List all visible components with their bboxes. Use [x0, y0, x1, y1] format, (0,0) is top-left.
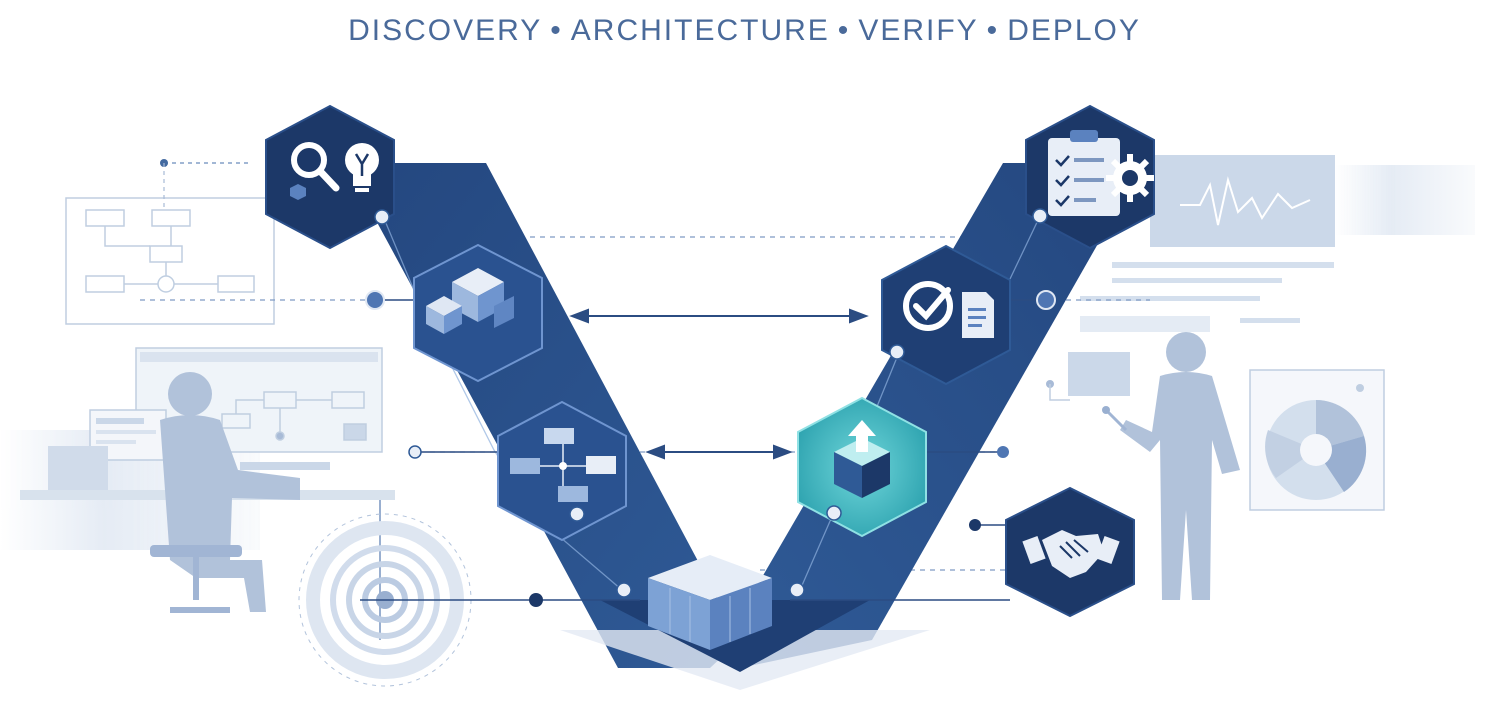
phase-verify: VERIFY — [858, 14, 979, 47]
flow-diagram-icon — [510, 428, 616, 518]
stage-implementation — [648, 555, 772, 650]
stage-design — [497, 400, 627, 542]
stage-deploy-config — [1025, 104, 1155, 250]
checklist-icon — [1048, 130, 1120, 216]
blocks-icon — [426, 268, 514, 334]
trace-arrow-architecture-verify — [569, 308, 869, 324]
checkmark-icon — [903, 281, 953, 331]
separator-dot: • — [550, 14, 563, 47]
person-at-desk-silhouette — [150, 372, 300, 613]
document-icon — [962, 292, 994, 338]
small-panel — [1068, 352, 1130, 396]
waveform-line — [1180, 176, 1311, 226]
pie-chart-panel — [1249, 369, 1385, 511]
separator-dot: • — [986, 14, 1000, 47]
stage-discovery — [265, 104, 395, 250]
presenter-silhouette — [1102, 332, 1240, 600]
stage-architecture — [413, 243, 543, 383]
text-lines — [1080, 262, 1334, 332]
trace-arrow-design-integration — [645, 444, 793, 460]
cube-icon — [669, 588, 751, 642]
phase-deploy: DEPLOY — [1007, 14, 1141, 47]
page-title: DISCOVERY•ARCHITECTURE•VERIFY•DEPLOY — [0, 14, 1489, 48]
handshake-icon — [1022, 530, 1120, 578]
phase-discovery: DISCOVERY — [348, 14, 543, 47]
stage-verify — [881, 244, 1011, 386]
stage-handoff — [1005, 486, 1135, 618]
separator-dot: • — [837, 14, 851, 47]
small-cube-icon — [290, 184, 306, 200]
monitor-panel — [89, 347, 383, 461]
gear-icon — [1106, 154, 1154, 202]
phase-architecture: ARCHITECTURE — [570, 14, 830, 47]
flowchart-panel — [65, 197, 275, 325]
right-background-illustration — [1046, 155, 1475, 600]
lightbulb-icon — [345, 143, 379, 192]
magnifier-icon — [291, 142, 340, 192]
stage-integration — [797, 396, 927, 538]
left-background-illustration — [0, 159, 472, 687]
v-right-band — [740, 163, 1144, 668]
waveform-panel — [1150, 155, 1335, 247]
upload-box-icon — [834, 420, 890, 498]
connector-dots — [365, 208, 1056, 607]
